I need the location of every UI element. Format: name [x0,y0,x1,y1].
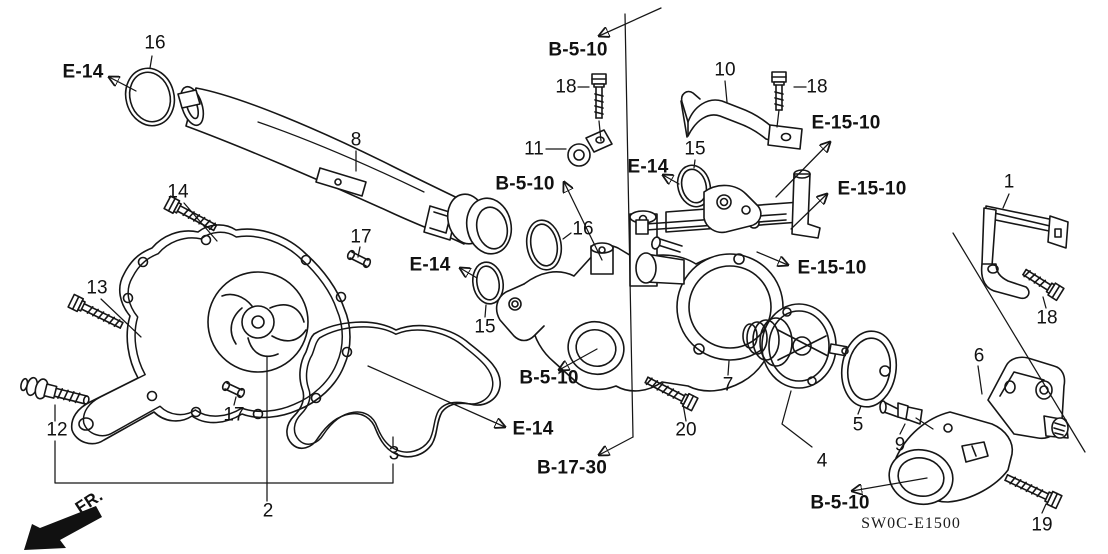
oring-16-left-drawing [124,67,176,127]
dowel-pin-17-upper-drawing [346,249,372,269]
part-label-9-sensor: 9 [894,434,906,456]
part-label-16-middle-oring: 16 [572,218,594,240]
part-label-17-pin-lower: 17 [223,404,245,426]
part-label-15-middle-oring: 15 [474,316,496,338]
pipe-clamp-drawing [567,129,613,167]
part-label-11-clamp: 11 [524,138,544,160]
ref-label-b1730: B-17-30 [536,457,608,479]
dowel-pin-17-lower-drawing [221,380,246,399]
water-pump-drawing [70,224,353,445]
harness-bracket-drawing [980,205,1069,300]
part-label-18-bolt-middle: 18 [555,76,577,98]
bolt-18-right-drawing [771,71,787,111]
ref-label-e1510-top: E-15-10 [811,112,881,134]
ref-label-e14-gasket: E-14 [512,418,554,440]
ref-label-e1510-lower: E-15-10 [797,257,867,279]
sensor-drawing [879,400,934,430]
part-label-6-outlet-housing: 6 [973,345,985,367]
oring-15-middle-drawing [471,261,505,305]
ref-label-e1510-mid: E-15-10 [837,178,907,200]
part-label-3-gasket: 3 [388,443,400,465]
part-label-2-water-pump: 2 [262,500,274,522]
bolt-20-drawing [644,376,699,412]
part-label-16-pipe-oring: 16 [144,32,166,54]
part-label-20-bolt: 20 [675,419,697,441]
stud-12-drawing [20,376,90,405]
part-label-17-pin-upper: 17 [350,226,372,248]
bolt-18-middle-drawing [591,73,607,119]
part-label-15-upper-oring: 15 [684,138,706,160]
diagram-code: SW0C-E1500 [861,515,961,532]
water-pipe-drawing [177,85,513,255]
part-label-10-stay: 10 [714,59,736,81]
fr-direction-label: FR. [72,486,107,518]
fr-arrow: FR. [24,486,106,550]
part-label-14-bolt: 14 [167,181,189,203]
stay-bracket-drawing [680,90,803,150]
part-label-7-housing: 7 [722,374,734,396]
bolt-13-drawing [67,293,124,329]
seal-ring-drawing [840,330,898,408]
part-label-18-bolt-far-right: 18 [1036,307,1058,329]
part-label-18-bolt-right: 18 [806,76,828,98]
ref-label-b510-bottom-right: B-5-10 [810,492,870,514]
part-label-5-seal-ring: 5 [852,414,864,436]
ref-label-b510-outlet: B-5-10 [519,367,579,389]
part-label-4-thermostat: 4 [816,450,828,472]
pump-gasket-drawing [286,321,501,458]
bolt-18-far-right-drawing [1022,268,1065,302]
ref-label-e14-mid: E-14 [627,156,669,178]
reference-arrows [109,7,928,491]
ref-label-e14-left: E-14 [409,254,451,276]
ref-label-b510-mid-left: B-5-10 [495,173,555,195]
ref-label-b510-top: B-5-10 [548,39,608,61]
part-label-8-water-pipe: 8 [350,129,362,151]
outlet-housing-drawing [888,356,1069,506]
oring-15-upper-drawing [676,164,712,208]
bolt-14-drawing [163,195,218,232]
part-label-19-bolt: 19 [1031,514,1053,536]
leader-lines [54,13,1086,514]
part-label-13-bolt: 13 [86,277,108,299]
oring-16-middle-drawing [525,219,563,271]
bolt-19-drawing [1004,474,1063,510]
thermostat-drawing [742,303,849,389]
ref-label-e14-top-left: E-14 [62,61,104,83]
part-label-1-bracket: 1 [1003,171,1015,193]
part-label-12-stud: 12 [46,419,68,441]
